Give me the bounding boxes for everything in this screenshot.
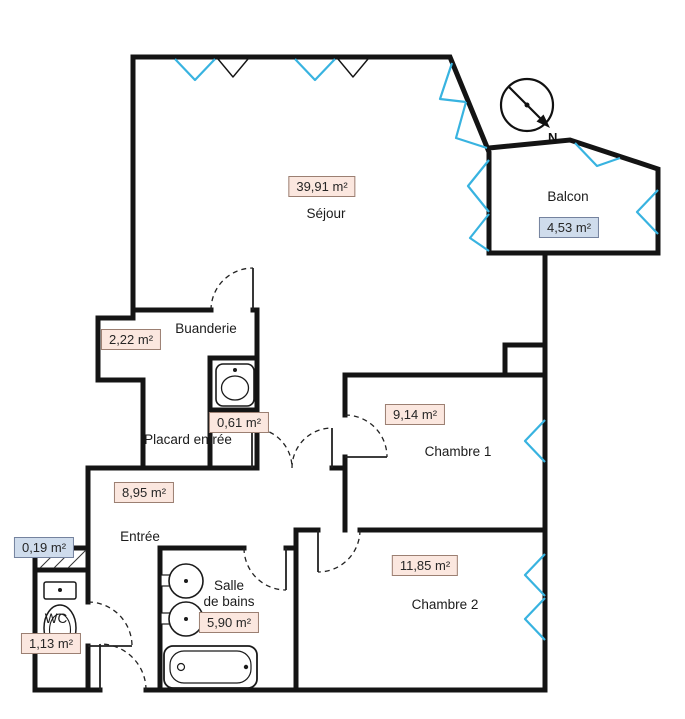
room-label-chambre2: Chambre 2: [411, 597, 479, 612]
area-badge-entree: 8,95 m²: [113, 482, 175, 503]
area-badge-salle-de-bains: 5,90 m²: [198, 612, 260, 633]
room-label-placard: Placard entrée: [144, 432, 232, 447]
sink-icons: [160, 563, 204, 637]
room-label-sejour: Séjour: [306, 206, 346, 221]
compass-icon: N: [499, 77, 557, 145]
door-swing-icons: [87, 267, 388, 691]
room-label-salle-de-bains-line1: Salle: [213, 578, 245, 593]
area-badge-sejour: 39,91 m²: [288, 176, 356, 197]
area-badge-chambre1: 9,14 m²: [384, 404, 446, 425]
compass-north-label: N: [548, 130, 557, 145]
area-badge-placard: 0,61 m²: [208, 412, 270, 433]
window-icons: [174, 58, 659, 641]
room-label-salle-de-bains: Salle de bains: [203, 578, 254, 610]
washbasin-icon: [215, 363, 255, 407]
room-label-salle-de-bains-line2: de bains: [203, 594, 255, 609]
bathtub-icon: [163, 645, 258, 689]
area-badge-gaine: 0,19 m²: [13, 537, 75, 558]
room-label-buanderie: Buanderie: [175, 321, 237, 336]
room-label-balcon: Balcon: [547, 189, 589, 204]
walls: [32, 54, 661, 693]
room-label-chambre1: Chambre 1: [424, 444, 492, 459]
room-label-wc: WC: [44, 611, 68, 626]
area-badge-wc: 1,13 m²: [20, 633, 82, 654]
room-label-entree: Entrée: [120, 529, 160, 544]
area-badge-balcon: 4,53 m²: [538, 217, 600, 238]
area-badge-buanderie: 2,22 m²: [100, 329, 162, 350]
area-badge-chambre2: 11,85 m²: [391, 555, 459, 576]
